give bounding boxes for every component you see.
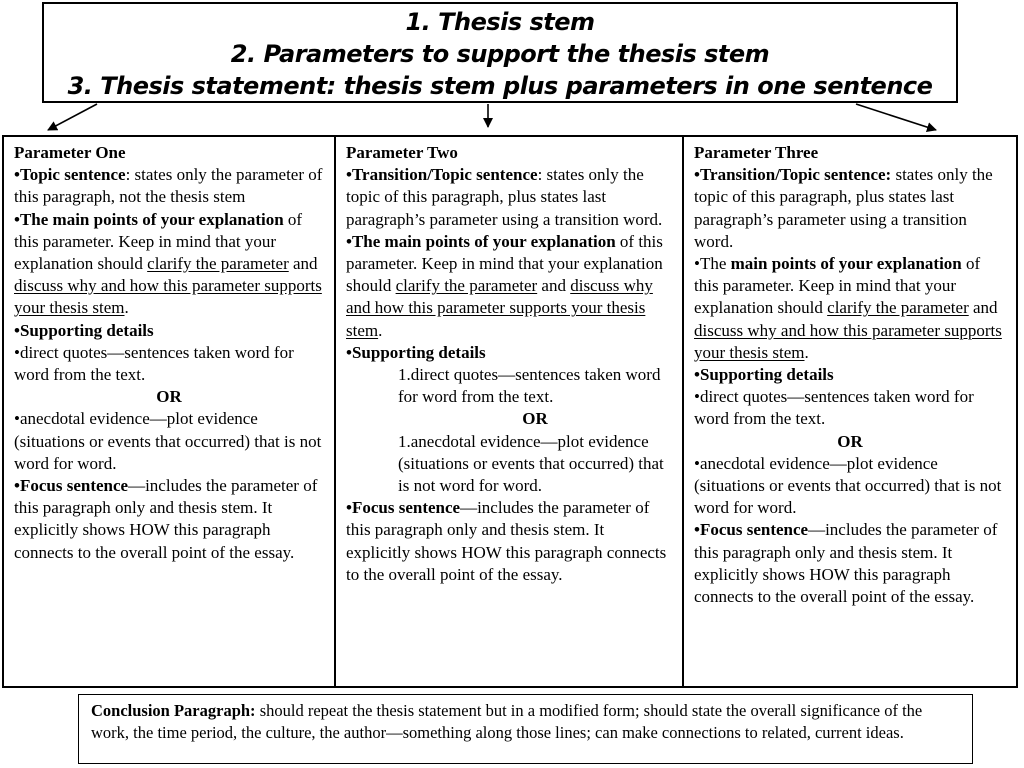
- column-body: •Transition/Topic sentence: states only …: [694, 164, 1006, 608]
- bold-text: OR: [156, 387, 182, 407]
- text-block: •Supporting details: [694, 364, 1006, 386]
- bold-text: OR: [522, 409, 548, 429]
- conclusion-body: Conclusion Paragraph: should repeat the …: [91, 700, 960, 743]
- text: and: [968, 298, 998, 318]
- parameter-columns: Parameter One •Topic sentence: states on…: [2, 135, 1018, 688]
- underlined-text: clarify the parameter: [147, 254, 289, 274]
- text: : states only the topic of this paragrap…: [346, 165, 663, 229]
- text-block: 1.anecdotal evidence—plot evidence (situ…: [398, 431, 672, 498]
- column-heading: Parameter Three: [694, 143, 819, 162]
- column-body: •Topic sentence: states only the paramet…: [14, 164, 324, 564]
- bold-text: •Supporting details: [14, 320, 154, 340]
- parameter-one-column: Parameter One •Topic sentence: states on…: [4, 137, 334, 686]
- text-block: •Focus sentence—includes the parameter o…: [14, 475, 324, 564]
- bold-text: •Topic sentence: [14, 165, 126, 185]
- bold-text: •The main points of your explanation: [14, 209, 284, 229]
- bold-text: •Focus sentence: [14, 476, 129, 496]
- text: of this parameter. Keep in mind that you…: [346, 231, 663, 296]
- text: should repeat the thesis statement but i…: [91, 701, 923, 742]
- column-heading: Parameter One: [14, 143, 126, 162]
- text: —includes the parameter of this paragrap…: [346, 498, 667, 584]
- arrow-to-parameter-one-icon: [47, 103, 98, 131]
- text-block: •The main points of your explanation of …: [346, 231, 672, 342]
- bold-text: main points of your explanation: [730, 254, 962, 274]
- column-heading: Parameter Two: [346, 143, 458, 162]
- bold-text: Conclusion Paragraph:: [91, 701, 256, 720]
- underlined-text: clarify the parameter: [395, 276, 538, 296]
- underlined-text: discuss why and how this parameter suppo…: [346, 276, 653, 340]
- conclusion-box: Conclusion Paragraph: should repeat the …: [78, 694, 973, 764]
- column-body: •Transition/Topic sentence: states only …: [346, 164, 672, 586]
- text: .: [804, 342, 809, 362]
- bold-text: OR: [837, 431, 863, 451]
- bold-text: •Transition/Topic sentence:: [694, 165, 892, 185]
- text-block: OR: [694, 431, 1006, 453]
- text: of this parameter. Keep in mind that you…: [14, 209, 303, 274]
- text-block: •Focus sentence—includes the parameter o…: [346, 497, 672, 586]
- bold-text: •Supporting details: [694, 365, 834, 385]
- underlined-text: discuss why and how this parameter suppo…: [694, 320, 1002, 362]
- bold-text: •Supporting details: [346, 342, 486, 362]
- text: •direct quotes—sentences taken word for …: [694, 387, 974, 429]
- text-block: •Focus sentence—includes the parameter o…: [694, 519, 1006, 608]
- title-line-2: 2. Parameters to support the thesis stem: [230, 40, 770, 68]
- text: and: [288, 254, 318, 274]
- text-block: OR: [398, 408, 672, 430]
- text-block: OR: [14, 386, 324, 408]
- text: states only the topic of this paragraph,…: [694, 165, 993, 251]
- text: •direct quotes—sentences taken word for …: [14, 342, 294, 385]
- text-block: •Supporting details: [346, 342, 672, 364]
- text-block: •The main points of your explanation of …: [14, 209, 324, 320]
- bold-text: •Transition/Topic sentence: [346, 165, 538, 185]
- text: of this parameter. Keep in mind that you…: [694, 254, 981, 318]
- thesis-steps-box: 1. Thesis stem 2. Parameters to support …: [42, 2, 958, 103]
- underlined-text: discuss why and how this parameter suppo…: [14, 276, 322, 318]
- bold-text: •The main points of your explanation: [346, 231, 616, 251]
- title-line-3: 3. Thesis statement: thesis stem plus pa…: [67, 72, 933, 100]
- text: .: [378, 320, 383, 340]
- text-block: •Transition/Topic sentence: states only …: [694, 164, 1006, 253]
- text: •The: [694, 254, 731, 274]
- parameter-two-column: Parameter Two •Transition/Topic sentence…: [334, 137, 684, 686]
- text-block: Conclusion Paragraph: should repeat the …: [91, 700, 960, 743]
- underlined-text: clarify the parameter: [827, 298, 969, 318]
- text-block: •anecdotal evidence—plot evidence (situa…: [694, 453, 1006, 520]
- text: •anecdotal evidence—plot evidence (situa…: [14, 409, 322, 473]
- text: —includes the parameter of this paragrap…: [694, 520, 998, 607]
- text-block: •direct quotes—sentences taken word for …: [694, 386, 1006, 430]
- text: 1.anecdotal evidence—plot evidence (situ…: [398, 431, 664, 496]
- text: : states only the parameter of this para…: [14, 165, 323, 207]
- text-block: •Topic sentence: states only the paramet…: [14, 164, 324, 208]
- text: .: [124, 298, 129, 318]
- text: 1.direct quotes—sentences taken word for…: [398, 365, 661, 407]
- bold-text: •Focus sentence: [694, 520, 809, 540]
- title-line-1: 1. Thesis stem: [405, 8, 595, 36]
- parameter-three-column: Parameter Three •Transition/Topic senten…: [684, 137, 1016, 686]
- text-block: •The main points of your explanation of …: [694, 253, 1006, 364]
- text: and: [537, 276, 571, 296]
- text-block: 1.direct quotes—sentences taken word for…: [398, 364, 672, 408]
- text-block: •anecdotal evidence—plot evidence (situa…: [14, 408, 324, 475]
- bold-text: •Focus sentence: [346, 498, 461, 518]
- text-block: •Supporting details: [14, 320, 324, 342]
- arrow-to-parameter-three-icon: [855, 103, 937, 132]
- text-block: •direct quotes—sentences taken word for …: [14, 342, 324, 386]
- text: —includes the parameter of this paragrap…: [14, 476, 318, 562]
- text-block: •Transition/Topic sentence: states only …: [346, 164, 672, 231]
- text: •anecdotal evidence—plot evidence (situa…: [694, 453, 1002, 518]
